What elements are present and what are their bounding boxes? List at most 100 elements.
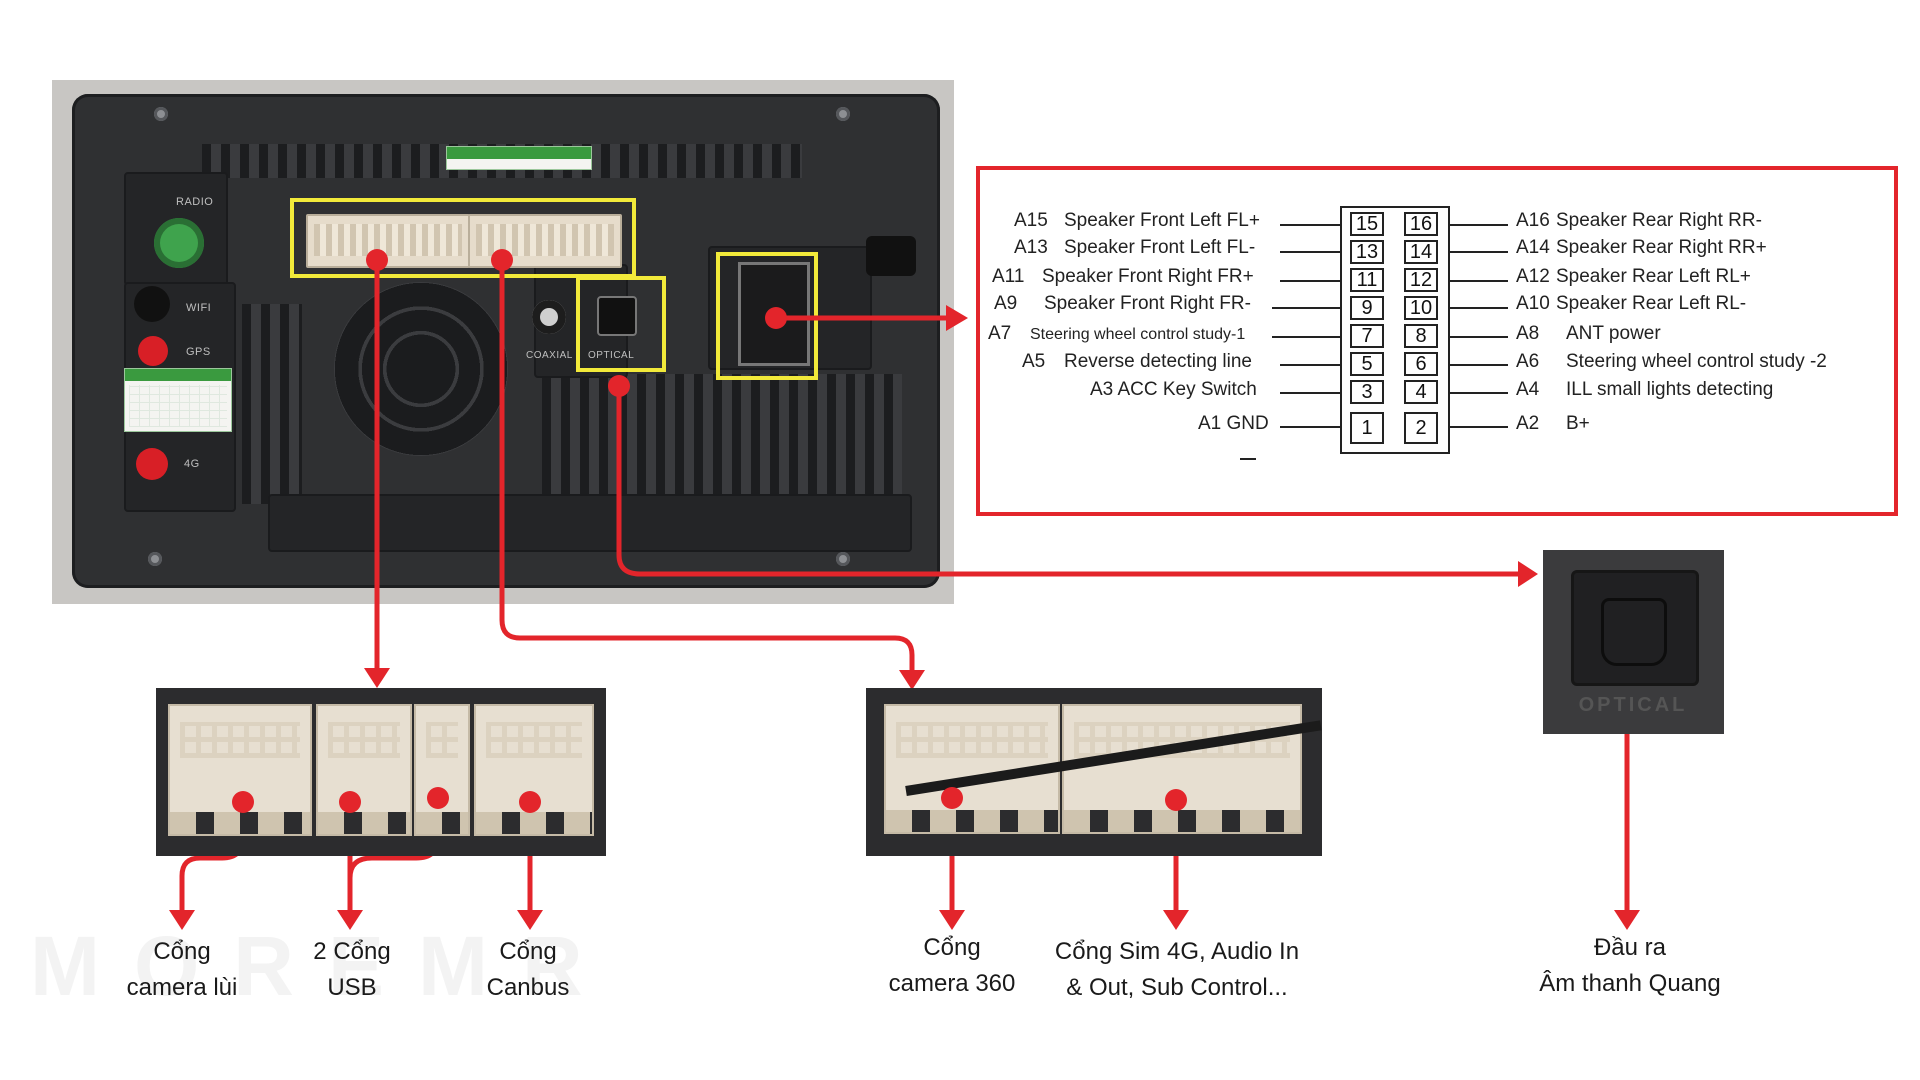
caption-camera-360: Cổng camera 360: [862, 930, 1042, 1002]
gps-label: GPS: [186, 346, 211, 358]
caption-line: Cổng: [923, 934, 981, 961]
pin-label: B+: [1566, 413, 1590, 434]
leader-line: [1280, 224, 1340, 226]
optical-port-photo: OPTICAL: [1543, 550, 1724, 734]
pin-box: 8: [1404, 324, 1438, 348]
pin-box: 2: [1404, 412, 1438, 444]
pin-id: A12: [1516, 266, 1550, 287]
radio-antenna-port: [154, 218, 204, 268]
pin-box: 9: [1350, 296, 1384, 320]
pin-id: A5: [1022, 351, 1046, 372]
arrowhead: [169, 910, 195, 930]
optical-photo-label: OPTICAL: [1578, 694, 1688, 716]
leader-line: [1240, 458, 1256, 460]
screw: [154, 107, 168, 121]
highlight-optical: [576, 276, 666, 372]
leader-line: [1450, 280, 1508, 282]
pin-id: A4: [1516, 379, 1540, 400]
pin-label: Speaker Rear Right RR+: [1556, 237, 1767, 258]
leader-line: [1450, 364, 1508, 366]
bottom-right-vents: [542, 374, 902, 504]
arrowhead: [939, 910, 965, 930]
pin-id: A14: [1516, 237, 1550, 258]
pin-label: Speaker Front Left FL+: [1064, 210, 1260, 231]
4g-label: 4G: [184, 458, 200, 470]
warranty-sticker: [124, 368, 232, 432]
pin-box: 3: [1350, 380, 1384, 404]
pin-label: A3 ACC Key Switch: [1090, 379, 1257, 400]
arrowhead: [1614, 910, 1640, 930]
pin-id: A10: [1516, 293, 1550, 314]
pin-box: 16: [1404, 212, 1438, 236]
caption-line: Đầu ra: [1593, 934, 1667, 961]
pin-box: 11: [1350, 268, 1384, 292]
leader-line: [1450, 307, 1508, 309]
usb-connector-b: [414, 704, 470, 836]
sim-audio-connector: [1062, 704, 1302, 834]
marker-dot: [519, 791, 541, 813]
camera-360-connector: [884, 704, 1060, 834]
pin-box: 6: [1404, 352, 1438, 376]
caption-line: camera lùi: [126, 974, 238, 1001]
caption-line: camera 360: [888, 970, 1016, 997]
pin-frame: [1340, 206, 1450, 454]
pin-label: ANT power: [1566, 323, 1661, 344]
marker-dot: [608, 375, 630, 397]
pin-id: A8: [1516, 323, 1540, 344]
coaxial-port: [532, 300, 566, 334]
pin-box: 10: [1404, 296, 1438, 320]
caption-line: 2 Cổng: [313, 938, 391, 965]
pin-label: ILL small lights detecting: [1566, 379, 1774, 400]
pin-label: Steering wheel control study -2: [1566, 351, 1827, 372]
caption-line: Cổng: [153, 938, 211, 965]
gps-antenna-port: [138, 336, 168, 366]
screw: [148, 552, 162, 566]
screw: [836, 107, 850, 121]
usb-connector-a: [316, 704, 412, 836]
pin-label: Speaker Front Right FR+: [1042, 266, 1254, 287]
pin-label: Speaker Front Right FR-: [1044, 293, 1251, 314]
camera-rear-connector: [168, 704, 312, 836]
qc-sticker: [446, 146, 592, 170]
leader-line: [1450, 251, 1508, 253]
pin-id: A13: [1014, 237, 1048, 258]
leader-line: [1280, 251, 1340, 253]
caption-line: USB: [327, 974, 377, 1001]
screw: [836, 552, 850, 566]
pin-box: 7: [1350, 324, 1384, 348]
caption-line: & Out, Sub Control...: [1066, 974, 1288, 1001]
caption-optical-out: Đầu ra Âm thanh Quang: [1520, 930, 1740, 1002]
leader-line: [1450, 336, 1508, 338]
optical-socket-inner: [1601, 598, 1667, 666]
pin-box: 14: [1404, 240, 1438, 264]
wire-plug: [866, 236, 916, 276]
pin-label: Speaker Rear Left RL+: [1556, 266, 1751, 287]
caption-line: Âm thanh Quang: [1539, 970, 1721, 997]
pin-box: 4: [1404, 380, 1438, 404]
pinout-panel: 15 16 13 14 11 12 9 10 7 8 5 6 3 4 1 2 A…: [976, 166, 1898, 516]
marker-dot: [366, 249, 388, 271]
caption-line: Canbus: [486, 974, 570, 1001]
arrow-optical-to-photo: [616, 383, 1523, 577]
caption-line: Cổng Sim 4G, Audio In: [1054, 938, 1300, 965]
marker-dot: [1165, 789, 1187, 811]
leader-line: [1450, 426, 1508, 428]
pin-box: 15: [1350, 212, 1384, 236]
leader-line: [1280, 392, 1340, 394]
marker-dot: [765, 307, 787, 329]
pin-id: A7: [988, 323, 1012, 344]
leader-line: [1280, 426, 1340, 428]
detail-left-connectors: [156, 688, 606, 856]
pin-box: 13: [1350, 240, 1384, 264]
pin-box: 1: [1350, 412, 1384, 444]
caption-camera-rear: Cổng camera lùi: [96, 934, 268, 1006]
pin-label: A1 GND: [1198, 413, 1269, 434]
pin-id: A2: [1516, 413, 1540, 434]
caption-sim-4g: Cổng Sim 4G, Audio In & Out, Sub Control…: [1036, 934, 1318, 1006]
pin-id: A16: [1516, 210, 1550, 231]
optical-port: [597, 296, 637, 336]
marker-dot: [491, 249, 513, 271]
leader-line: [1272, 307, 1340, 309]
pin-id: A6: [1516, 351, 1540, 372]
arrowhead: [364, 668, 390, 688]
